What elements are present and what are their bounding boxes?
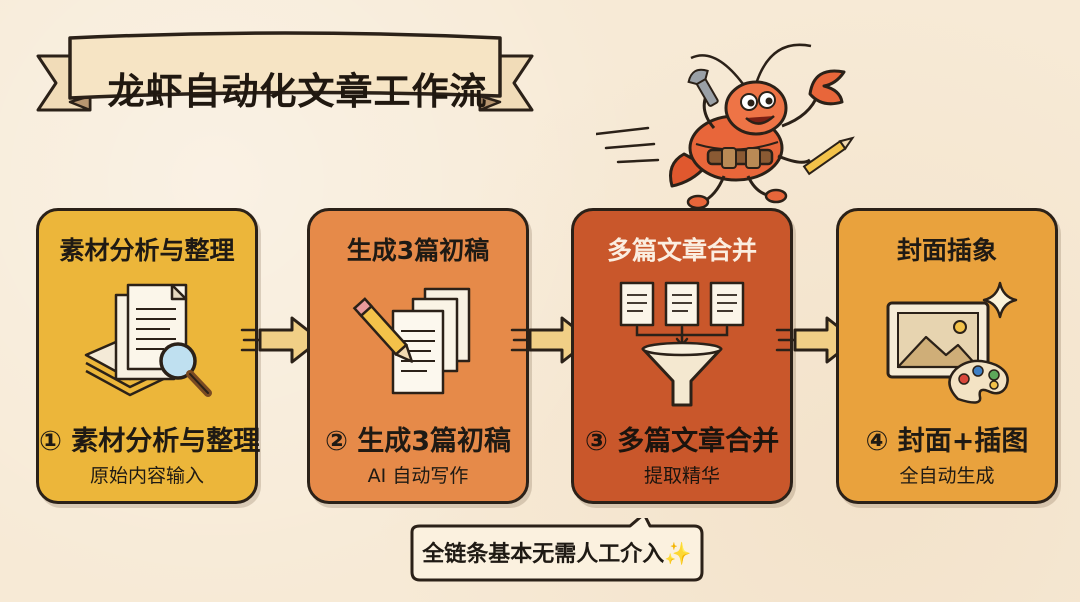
step-4-label: ④ 封面+插图 (839, 419, 1055, 458)
pencil-icon (804, 134, 855, 173)
step-3-header: 多篇文章合并 (574, 231, 790, 267)
image-palette-icon (839, 281, 1055, 411)
step-1-label: ① 素材分析与整理 (39, 419, 255, 458)
step-2-description: AI 自动写作 (310, 461, 526, 488)
step-card-2: 生成3篇初稿 ② 生成3篇初稿 AI 自动写作 (307, 208, 529, 504)
step-card-1: 素材分析与整理 ① 素材分析与整理 原始内容输入 (36, 208, 258, 504)
step-4-description: 全自动生成 (839, 461, 1055, 488)
footer-note: 全链条基本无需人工介入✨ (412, 536, 702, 568)
title-ribbon: 龙虾自动化文章工作流 (30, 22, 540, 122)
step-card-4: 封面插象 ④ 封面+插图 全自动生成 (836, 208, 1058, 504)
step-2-label: ② 生成3篇初稿 (310, 419, 526, 458)
page-title: 龙虾自动化文章工作流 (100, 60, 495, 116)
speed-lines-icon (596, 128, 658, 162)
pencil-drafts-icon (310, 281, 526, 411)
step-1-header: 素材分析与整理 (39, 231, 255, 267)
step-3-description: 提取精华 (574, 461, 790, 488)
step-3-label: ③ 多篇文章合并 (574, 419, 790, 458)
footer-bubble: 全链条基本无需人工介入✨ (398, 518, 716, 588)
step-1-description: 原始内容输入 (39, 461, 255, 488)
documents-magnifier-icon (39, 281, 255, 411)
lobster-mascot (596, 36, 866, 211)
step-card-3: 多篇文章合并 ③ 多篇文章合并 提取精华 (571, 208, 793, 504)
step-2-header: 生成3篇初稿 (310, 231, 526, 267)
documents-funnel-icon (574, 281, 790, 411)
step-4-header: 封面插象 (839, 231, 1055, 267)
